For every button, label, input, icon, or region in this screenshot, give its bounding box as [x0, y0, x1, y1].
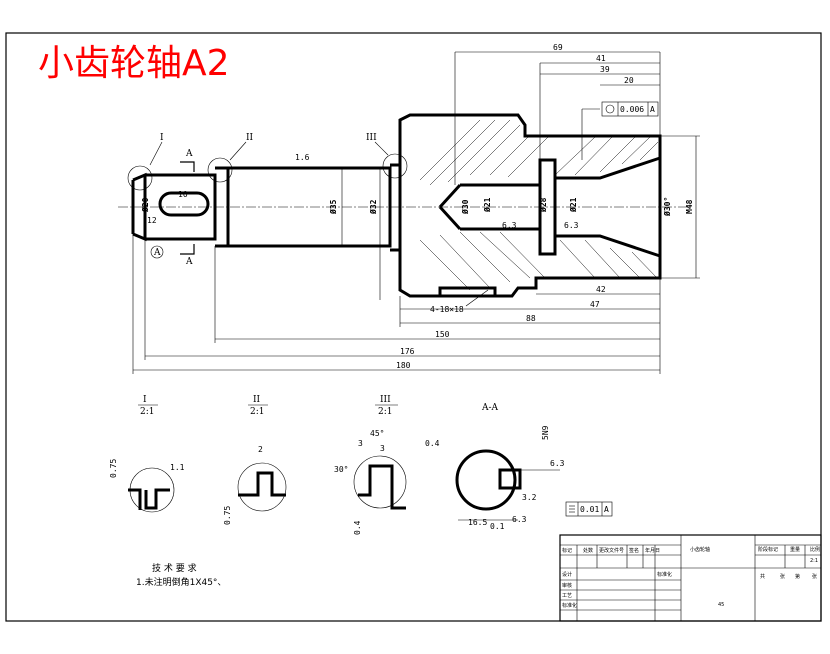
- datum-label: A: [153, 248, 161, 258]
- detail-I-title: I: [143, 395, 147, 405]
- title-block-scale: 2:1: [810, 558, 818, 564]
- dim-150: 150: [435, 330, 450, 339]
- cut-label-top: A: [185, 149, 193, 159]
- svg-text:比例: 比例: [810, 546, 820, 553]
- dim-180: 180: [396, 361, 411, 370]
- tech-notes-heading: 技 术 要 求: [152, 562, 197, 574]
- svg-text:标记: 标记: [562, 547, 572, 554]
- drawing-title: 小齿轮轴A2: [38, 43, 230, 84]
- svg-text:处数: 处数: [583, 547, 593, 554]
- section-AA-title: A-A: [481, 403, 499, 413]
- tech-notes-line1: 1.未注明倒角1X45°、: [136, 576, 226, 588]
- dim-41: 41: [596, 54, 606, 63]
- title-block-part-name: 小齿轮轴: [690, 546, 710, 553]
- detail-I-scale: 2:1: [140, 407, 154, 417]
- detail-circle-II: [207, 157, 233, 183]
- svg-text:3: 3: [358, 439, 363, 448]
- svg-text:2: 2: [258, 445, 263, 454]
- circularity-tolerance: 0.006 A: [581, 101, 659, 160]
- svg-text:审核: 审核: [562, 582, 572, 589]
- dim-12: 12: [147, 216, 157, 225]
- svg-text:5N9: 5N9: [541, 425, 550, 440]
- dim-10: 10: [178, 190, 188, 199]
- svg-text:16.5: 16.5: [468, 518, 487, 527]
- dim-20: 20: [624, 76, 634, 85]
- dim-phi35: Ø35: [328, 199, 338, 215]
- svg-text:3: 3: [380, 444, 385, 453]
- svg-text:更改文件号: 更改文件号: [599, 547, 624, 554]
- svg-text:45°: 45°: [370, 429, 384, 438]
- dim-phi28: Ø28: [538, 197, 548, 213]
- symmetry-tolerance: 0.01 A: [565, 501, 613, 517]
- svg-text:重量: 重量: [790, 546, 800, 553]
- dim-phi30b: Ø30°: [662, 197, 672, 217]
- label-I: I: [160, 133, 164, 143]
- svg-text:张: 张: [780, 573, 785, 580]
- svg-text:0.006: 0.006: [620, 105, 644, 114]
- svg-text:6.3: 6.3: [550, 459, 565, 468]
- svg-text:工艺: 工艺: [562, 593, 572, 599]
- svg-text:0.1: 0.1: [490, 522, 505, 531]
- section-hatching: [419, 119, 659, 291]
- dim-69: 69: [553, 43, 563, 52]
- dim-phi21b: Ø21: [568, 197, 578, 213]
- svg-text:签名: 签名: [629, 547, 639, 554]
- title-block-material: 45: [718, 602, 724, 608]
- svg-text:6.3: 6.3: [512, 515, 527, 524]
- dim-phi21a: Ø21: [482, 197, 492, 213]
- dim-phi20: Ø20: [140, 197, 150, 213]
- shaft-outline: [131, 113, 662, 298]
- cut-label-bottom: A: [185, 257, 193, 267]
- drawing-border: [5, 32, 822, 622]
- svg-text:A: A: [604, 505, 609, 514]
- detail-circle-I: [127, 165, 153, 191]
- svg-text:阶段标记: 阶段标记: [758, 546, 778, 553]
- datum-circle: [150, 245, 164, 259]
- detail-II-scale: 2:1: [250, 407, 264, 417]
- svg-text:0.4: 0.4: [425, 439, 440, 448]
- svg-text:1.1: 1.1: [170, 463, 185, 472]
- svg-text:年月日: 年月日: [645, 547, 660, 554]
- detail-II-title: II: [253, 395, 261, 405]
- svg-text:0.01: 0.01: [580, 505, 599, 514]
- svg-text:共: 共: [760, 573, 765, 580]
- dim-thread: 4-18×18: [430, 305, 464, 314]
- dim-88: 88: [526, 314, 536, 323]
- detail-III-scale: 2:1: [378, 407, 392, 417]
- section-AA-circle: [455, 449, 517, 511]
- svg-text:设计: 设计: [562, 571, 572, 578]
- svg-text:A: A: [650, 105, 655, 114]
- dim-phi32: Ø32: [368, 199, 378, 215]
- dim-r63a: 6.3: [502, 221, 517, 230]
- dim-phi30a: Ø30: [460, 199, 470, 215]
- dim-M48: M48: [685, 199, 694, 214]
- dim-r63b: 6.3: [564, 221, 579, 230]
- dim-47: 47: [590, 300, 600, 309]
- title-block: 标记 处数 更改文件号 签名 年月日 设计 审核 工艺 标准化 标准化 小齿轮轴…: [559, 534, 822, 622]
- svg-text:标准化: 标准化: [562, 602, 577, 609]
- svg-text:0.4: 0.4: [353, 520, 362, 535]
- svg-text:3.2: 3.2: [522, 493, 537, 502]
- svg-text:30°: 30°: [334, 465, 348, 474]
- svg-text:张: 张: [812, 573, 817, 580]
- label-III: III: [366, 133, 377, 143]
- detail-III-title: III: [380, 395, 391, 405]
- dim-r16: 1.6: [295, 153, 310, 162]
- dim-39: 39: [600, 65, 610, 74]
- detail-circle-III: [382, 153, 408, 179]
- svg-text:0.75: 0.75: [109, 459, 118, 478]
- svg-text:第: 第: [795, 573, 800, 580]
- dim-176: 176: [400, 347, 415, 356]
- label-II: II: [246, 133, 254, 143]
- svg-text:0.75: 0.75: [223, 506, 232, 525]
- dim-42: 42: [596, 285, 606, 294]
- svg-text:标准化: 标准化: [657, 571, 672, 578]
